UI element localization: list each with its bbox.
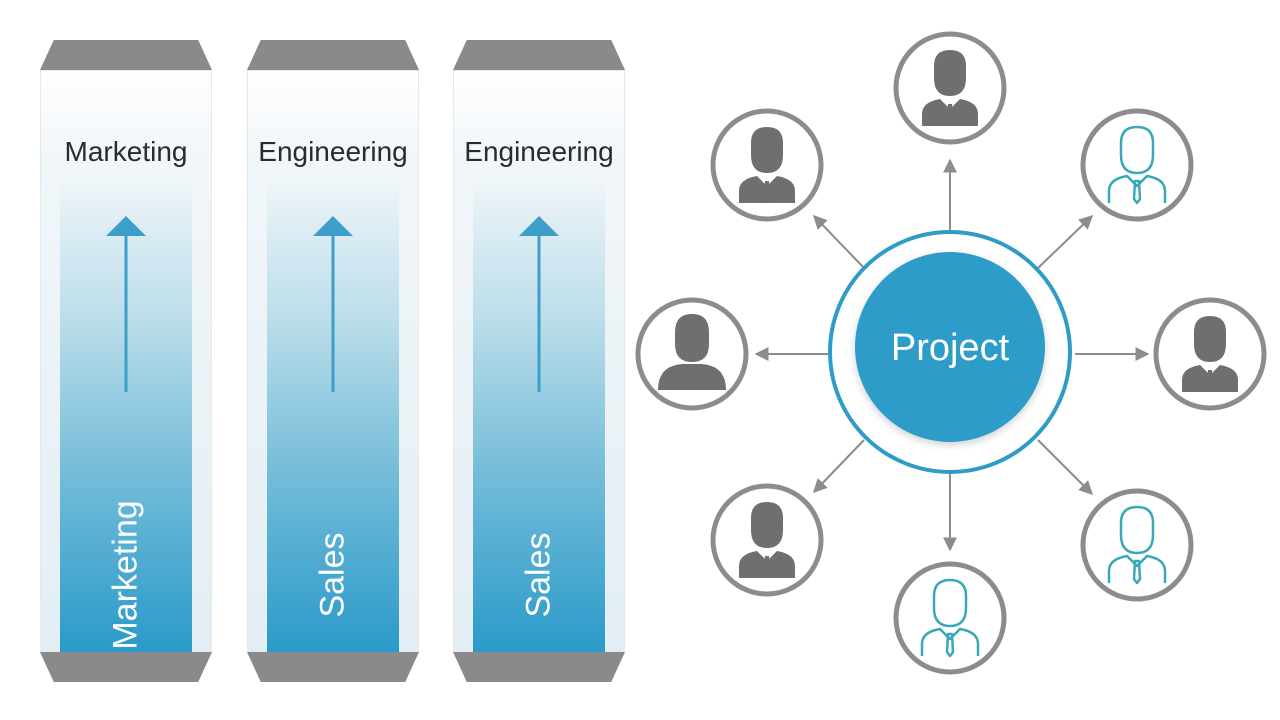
pillar-title: Marketing xyxy=(64,136,188,167)
hub-core xyxy=(855,252,1045,442)
pillar-bottom-cap xyxy=(40,652,212,682)
pillar-engineering: Engineering Sales xyxy=(247,40,419,682)
pillar-top-cap xyxy=(40,40,212,70)
connector-arrow xyxy=(813,214,865,269)
hub-label: Project xyxy=(891,327,1010,369)
pillar-title: Engineering xyxy=(464,136,614,167)
pillar-bottom-cap xyxy=(453,652,625,682)
pillar-vertical-label: Sales xyxy=(519,532,558,618)
pillar-body: Engineering Sales xyxy=(453,70,625,652)
pillar-vertical-label: Sales xyxy=(313,532,352,618)
pillar-top-cap xyxy=(453,40,625,70)
person-node-bottom-left xyxy=(710,483,824,597)
pillar-vertical-label: Marketing xyxy=(106,500,145,650)
pillar-top-cap xyxy=(247,40,419,70)
pillar-body: Marketing Marketing xyxy=(40,70,212,652)
person-node-bottom xyxy=(893,561,1007,675)
connector-arrow xyxy=(1037,439,1093,495)
project-hub: Project xyxy=(828,230,1072,474)
project-hub-diagram: Project xyxy=(635,31,1267,675)
up-arrow-icon xyxy=(106,216,146,392)
pillar-title: Engineering xyxy=(258,136,408,167)
connector-arrow xyxy=(1037,215,1094,269)
person-node-top-right xyxy=(1080,108,1194,222)
connector-arrow xyxy=(813,439,865,494)
person-node-bottom-right xyxy=(1080,488,1194,602)
pillar-bottom-cap xyxy=(247,652,419,682)
person-node-top xyxy=(893,31,1007,145)
pillar-body: Engineering Sales xyxy=(247,70,419,652)
up-arrow-icon xyxy=(519,216,559,392)
pillar-engineering-2: Engineering Sales xyxy=(453,40,625,682)
pillar-marketing: Marketing Marketing xyxy=(40,40,212,682)
up-arrow-icon xyxy=(313,216,353,392)
person-node-right xyxy=(1153,297,1267,411)
connector-arrows xyxy=(754,158,1150,552)
person-node-left xyxy=(635,297,749,411)
person-node-top-left xyxy=(710,108,824,222)
